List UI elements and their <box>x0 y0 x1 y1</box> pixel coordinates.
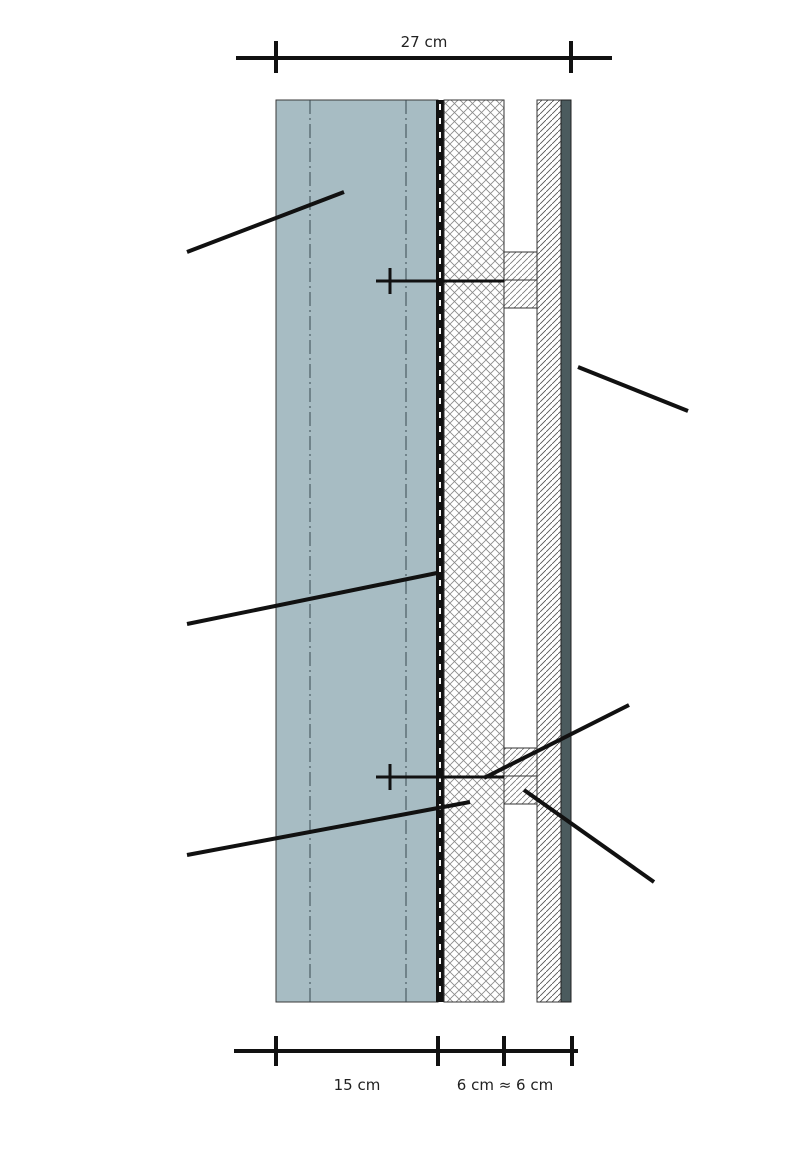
bottom-dimension-insulation-label: 6 cm ≈ 6 cm <box>457 1076 553 1094</box>
bottom-dimension-wall-label: 15 cm <box>334 1076 381 1094</box>
cladding-face <box>560 99 572 1003</box>
insulation-layer <box>443 99 505 1003</box>
leader-line-membrane <box>186 571 438 626</box>
membrane-layer <box>436 100 444 1002</box>
anchor-bolt-lower <box>376 764 504 790</box>
top-dimension-label: 27 cm <box>401 33 448 51</box>
leader-line-insulation <box>186 800 471 857</box>
leader-line-wall <box>186 190 345 254</box>
leader-line-cladding <box>577 365 689 413</box>
leader-line-batten <box>522 788 656 884</box>
batten-upper <box>503 251 538 309</box>
top-dimension: 27 cm <box>236 33 612 73</box>
bottom-dimension: 15 cm 6 cm ≈ 6 cm <box>234 1036 578 1094</box>
concrete-wall <box>275 99 439 1003</box>
anchor-bolt-upper <box>376 268 504 294</box>
cladding-panel <box>536 99 562 1003</box>
leader-line-anchor <box>483 703 630 780</box>
